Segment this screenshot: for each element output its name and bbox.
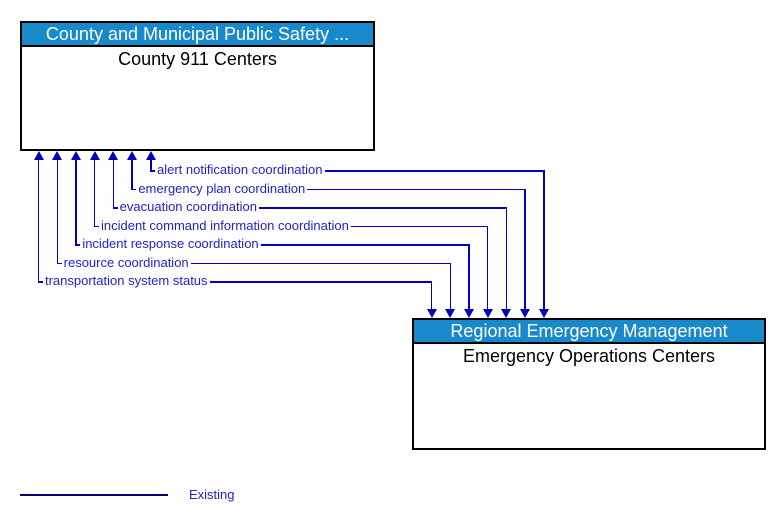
flow-line-vertical-left	[150, 159, 152, 172]
flow-line-vertical-right	[486, 225, 489, 309]
flow-arrowhead-down-icon	[482, 309, 493, 318]
legend-line-existing	[20, 494, 168, 496]
flow-line-horizontal	[37, 281, 433, 283]
flow-label[interactable]: evacuation coordination	[117, 199, 259, 215]
flow-line-vertical-left	[93, 159, 96, 227]
flow-line-horizontal	[112, 207, 508, 209]
flow-line-horizontal	[56, 262, 452, 264]
flow-line-vertical-left	[112, 159, 115, 209]
flow-line-vertical-left	[37, 159, 40, 283]
legend-label-existing: Existing	[189, 487, 235, 502]
flow-label[interactable]: incident response coordination	[80, 236, 261, 252]
entity-box-county-911-centers[interactable]: County and Municipal Public Safety ... C…	[20, 21, 375, 151]
flow-arrowhead-down-icon	[426, 309, 437, 318]
flow-label[interactable]: incident command information coordinatio…	[98, 217, 351, 234]
flow-line-vertical-right	[430, 281, 433, 309]
flow-line-vertical-right	[449, 262, 452, 309]
entity-header-county-municipal-public-safety[interactable]: County and Municipal Public Safety ...	[22, 23, 373, 47]
entity-title-county-911-centers: County 911 Centers	[118, 49, 277, 69]
flow-arrowhead-up-icon	[52, 151, 63, 160]
flow-line-vertical-left	[75, 159, 77, 246]
flow-line-vertical-left	[56, 159, 59, 264]
flow-line-vertical-left	[131, 159, 133, 190]
flow-arrowhead-up-icon	[108, 151, 119, 160]
flow-arrowhead-down-icon	[464, 309, 475, 318]
flow-label[interactable]: alert notification coordination	[155, 162, 325, 178]
flow-arrowhead-up-icon	[127, 151, 138, 160]
entity-header-regional-emergency-management[interactable]: Regional Emergency Management	[414, 320, 764, 344]
flow-line-vertical-right	[524, 188, 526, 309]
flow-line-vertical-right	[505, 207, 508, 309]
flow-line-vertical-right	[468, 244, 470, 309]
flow-line-vertical-right	[543, 170, 545, 309]
flow-arrowhead-down-icon	[538, 309, 549, 318]
flow-arrowhead-up-icon	[89, 151, 100, 160]
flow-arrowhead-up-icon	[145, 151, 156, 160]
flow-line-horizontal	[131, 188, 526, 190]
flow-line-horizontal	[150, 170, 545, 172]
flow-label[interactable]: transportation system status	[42, 273, 210, 289]
flow-arrowhead-down-icon	[520, 309, 531, 318]
flow-arrowhead-up-icon	[71, 151, 82, 160]
entity-box-emergency-operations-centers[interactable]: Regional Emergency Management Emergency …	[412, 318, 766, 450]
flow-label[interactable]: resource coordination	[61, 254, 191, 271]
flow-arrowhead-down-icon	[501, 309, 512, 318]
entity-title-emergency-operations-centers: Emergency Operations Centers	[462, 346, 716, 366]
flow-arrowhead-down-icon	[445, 309, 456, 318]
flow-arrowhead-up-icon	[33, 151, 44, 160]
flow-label[interactable]: emergency plan coordination	[136, 180, 308, 197]
flow-line-horizontal	[75, 244, 470, 246]
